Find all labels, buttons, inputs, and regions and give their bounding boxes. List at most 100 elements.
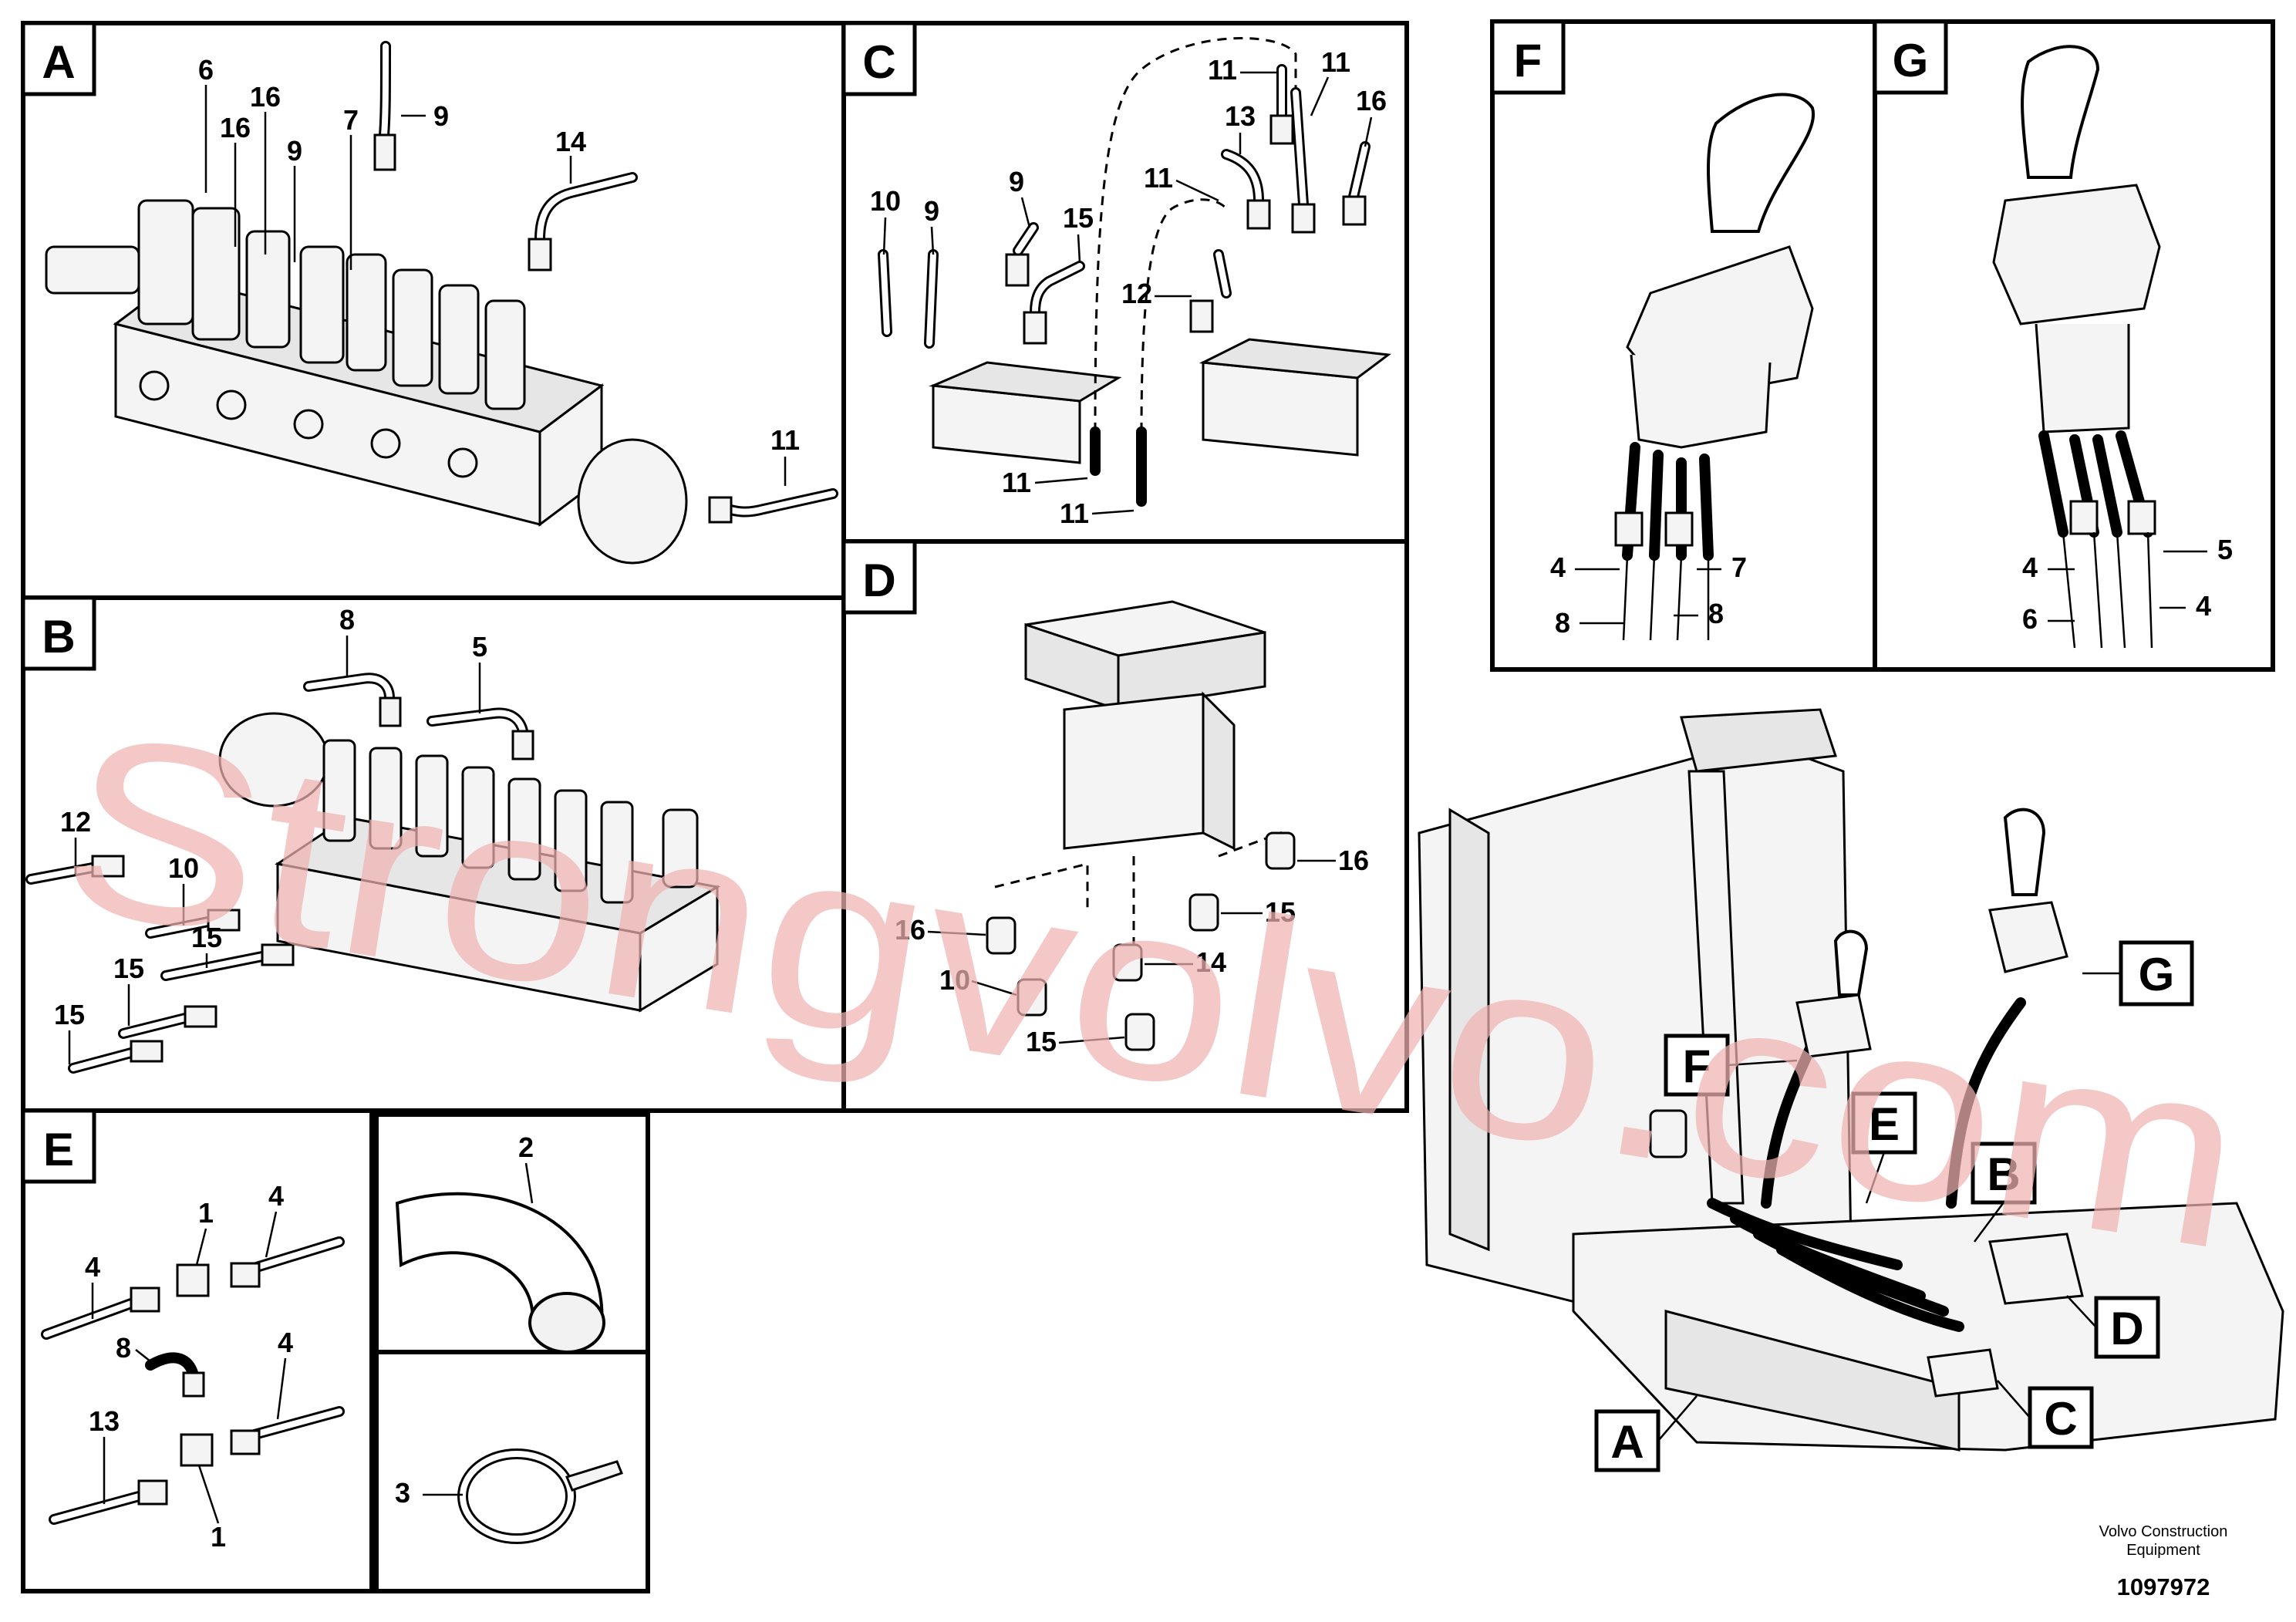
overview-callout-c: C	[1997, 1380, 2094, 1449]
svg-text:F: F	[1514, 35, 1542, 86]
svg-text:B: B	[42, 611, 75, 663]
panel-f-tag: F	[1490, 19, 1566, 95]
svg-text:C: C	[2044, 1393, 2077, 1445]
panel-c-drawing	[878, 37, 1391, 507]
svg-text:G: G	[1893, 35, 1929, 86]
svg-text:9: 9	[924, 195, 939, 227]
svg-text:2: 2	[518, 1131, 534, 1163]
panel-g-frame	[1873, 19, 2275, 672]
panel-g-drawing	[1992, 45, 2161, 649]
hose-drawing	[395, 1192, 605, 1354]
panel-a-tag: A	[21, 21, 96, 96]
svg-text:9: 9	[1009, 166, 1024, 197]
overview-callout-g: G	[2082, 940, 2194, 1007]
brand-line-2: Equipment	[2126, 1542, 2200, 1559]
svg-text:14: 14	[1195, 946, 1226, 978]
svg-text:D: D	[862, 555, 895, 606]
svg-text:9: 9	[287, 135, 302, 167]
overview-callout-e: E	[1851, 1091, 1917, 1204]
panel-c-callouts: 11 11 13 16 11 10 9 9 15 12 11 11	[870, 46, 1387, 529]
svg-text:12: 12	[60, 806, 91, 838]
svg-text:15: 15	[113, 953, 144, 984]
svg-text:11: 11	[1060, 497, 1089, 529]
overview-callout-a: A	[1594, 1395, 1698, 1472]
panel-b-drawing	[25, 673, 721, 1074]
svg-text:11: 11	[1208, 54, 1237, 86]
svg-text:14: 14	[555, 126, 586, 157]
svg-text:4: 4	[268, 1180, 284, 1212]
svg-text:16: 16	[1338, 845, 1369, 876]
svg-text:11: 11	[1144, 162, 1173, 194]
svg-text:16: 16	[1356, 85, 1387, 116]
svg-text:11: 11	[1002, 467, 1031, 498]
panel-g-callouts: 4 5 6 4	[2022, 534, 2233, 635]
svg-text:8: 8	[116, 1332, 131, 1364]
brand-line-1: Volvo Construction	[2099, 1523, 2228, 1540]
svg-text:G: G	[2139, 949, 2175, 1000]
svg-text:4: 4	[278, 1327, 293, 1358]
svg-text:8: 8	[1708, 598, 1724, 629]
svg-text:10: 10	[168, 852, 199, 884]
panel-d-tag: D	[841, 539, 917, 615]
panel-a-callouts: 6 16 16 9 7 9 14 11	[198, 54, 800, 486]
svg-text:4: 4	[1550, 551, 1566, 583]
panel-f-drawing	[1614, 93, 1816, 641]
panel-d-frame	[841, 539, 1409, 1113]
svg-text:A: A	[42, 36, 75, 88]
cable-tie-drawing	[457, 1448, 623, 1544]
svg-text:16: 16	[250, 81, 281, 113]
svg-text:10: 10	[939, 964, 970, 996]
panel-b-tag: B	[21, 595, 96, 671]
panel-e-tag: E	[21, 1108, 96, 1184]
panel-a-drawing	[45, 41, 838, 565]
cable-tie-callout: 3	[395, 1477, 463, 1509]
svg-text:15: 15	[1265, 896, 1296, 928]
overview-callout-d: D	[2066, 1295, 2160, 1359]
svg-text:D: D	[2110, 1303, 2143, 1354]
svg-text:4: 4	[2196, 590, 2211, 622]
panel-e-callouts: 1 4 4 8 4 13 1	[85, 1180, 293, 1553]
svg-text:B: B	[1987, 1148, 2020, 1200]
svg-text:F: F	[1683, 1040, 1711, 1092]
svg-text:7: 7	[1731, 551, 1747, 583]
svg-text:16: 16	[895, 914, 925, 946]
svg-text:6: 6	[2022, 603, 2038, 635]
svg-text:8: 8	[1555, 607, 1570, 639]
svg-text:4: 4	[2022, 551, 2038, 583]
svg-text:9: 9	[433, 100, 449, 132]
svg-text:1: 1	[211, 1521, 226, 1553]
document-number: 1097972	[2117, 1573, 2210, 1600]
panel-f-callouts: 4 7 8 8	[1550, 551, 1747, 639]
svg-text:8: 8	[339, 604, 355, 636]
svg-text:13: 13	[89, 1405, 120, 1437]
panel-g-tag: G	[1873, 19, 1948, 95]
cab-frame-overview	[1418, 708, 2284, 1452]
svg-text:16: 16	[220, 112, 251, 143]
panel-d-drawing	[986, 600, 1296, 1051]
panel-tie-frame	[374, 1350, 650, 1593]
svg-text:15: 15	[191, 922, 222, 953]
svg-text:E: E	[43, 1124, 74, 1175]
svg-text:5: 5	[2217, 534, 2233, 565]
svg-text:5: 5	[472, 631, 487, 663]
svg-text:3: 3	[395, 1477, 410, 1509]
panel-c-tag: C	[841, 21, 917, 96]
panel-e-frame	[21, 1108, 374, 1593]
svg-text:13: 13	[1225, 100, 1256, 132]
overview-callout-b: B	[1971, 1141, 2037, 1243]
svg-text:7: 7	[343, 104, 359, 136]
svg-text:A: A	[1610, 1416, 1644, 1468]
svg-text:11: 11	[1321, 46, 1350, 78]
svg-text:10: 10	[870, 185, 901, 217]
svg-text:15: 15	[54, 999, 85, 1030]
svg-text:15: 15	[1063, 202, 1094, 234]
panel-d-callouts: 16 16 15 14 10 15	[895, 845, 1369, 1057]
svg-text:12: 12	[1121, 278, 1152, 309]
panel-b-callouts: 8 5 12 10 15 15 15	[54, 604, 487, 1064]
svg-text:4: 4	[85, 1251, 100, 1283]
svg-text:E: E	[1869, 1098, 1900, 1150]
panel-e-drawing	[41, 1236, 345, 1525]
svg-text:15: 15	[1026, 1026, 1057, 1057]
overview-callout-f: F	[1664, 1034, 1798, 1097]
